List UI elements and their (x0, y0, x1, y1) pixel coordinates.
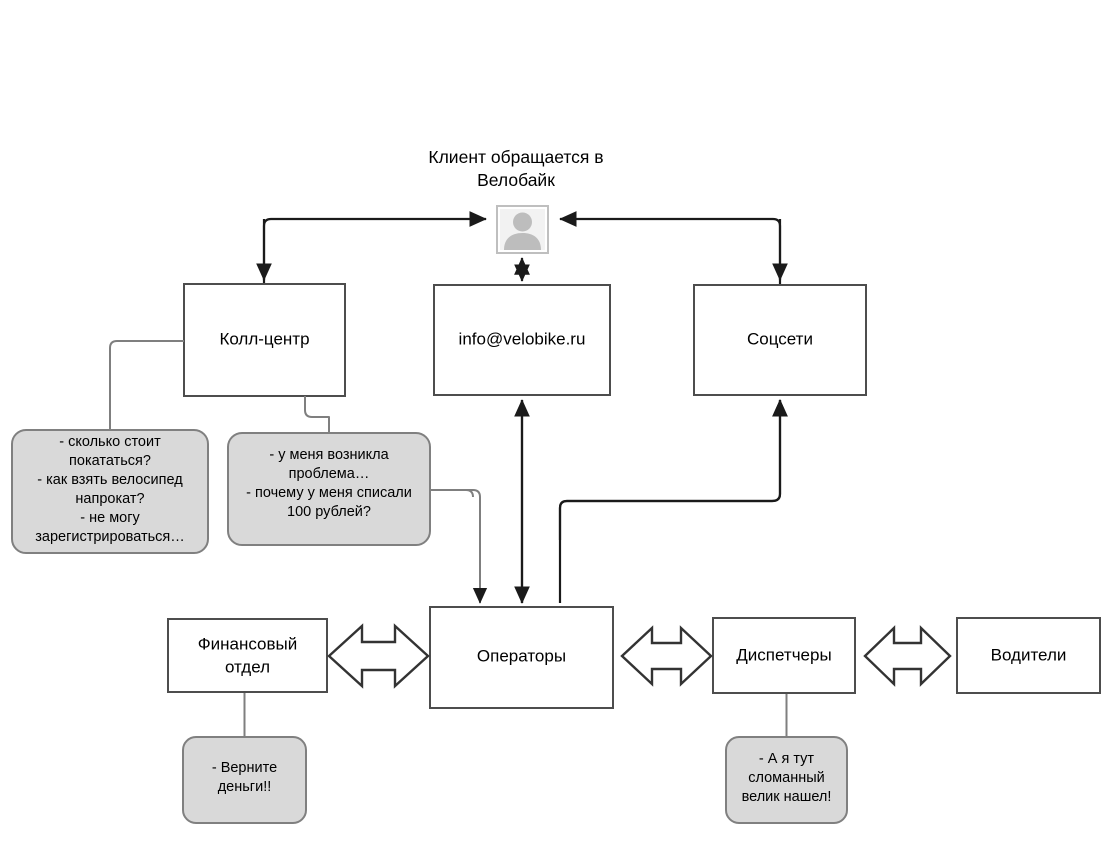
node-dispatchers[interactable]: Диспетчеры (712, 617, 856, 694)
connector-callcenter-to-callout2 (304, 396, 330, 433)
callout-1-line-3: - как взять велосипед (37, 472, 183, 488)
callout-call-center-questions: - сколько стоит покататься? - как взять … (11, 429, 209, 554)
node-social[interactable]: Соцсети (693, 284, 867, 396)
node-call-center-box[interactable] (183, 283, 346, 397)
node-finance-label-2: отдел (225, 657, 270, 676)
callout-1-line-1: - сколько стоит (59, 434, 161, 450)
callout-2-line-1: - у меня возникла (269, 447, 389, 463)
callout-2-line-2: проблема… (289, 466, 370, 482)
double-arrow-dispatchers-drivers (863, 625, 952, 687)
connector-operators-to-social (558, 399, 788, 603)
double-arrow-operators-dispatchers (620, 625, 713, 687)
node-email[interactable]: info@velobike.ru (433, 284, 611, 396)
node-dispatchers-box[interactable] (712, 617, 856, 694)
connector-callout2-to-social (430, 489, 474, 498)
double-arrow-finance-operators (327, 623, 430, 689)
node-finance-box[interactable] (167, 618, 328, 693)
callout-1-box (11, 429, 209, 554)
avatar-head (513, 212, 532, 232)
callout-2-line-4: 100 рублей? (287, 504, 371, 520)
diagram-title: Клиент обращается в Велобайк (428, 147, 603, 190)
node-finance[interactable]: Финансовый отдел (167, 618, 328, 693)
node-drivers-box[interactable] (956, 617, 1101, 694)
node-social-box[interactable] (693, 284, 867, 396)
title-line-2: Велобайк (477, 170, 555, 190)
callout-broken-bike: - А я тут сломанный велик нашел! (725, 736, 848, 824)
callout-1-line-2: покататься? (69, 453, 151, 469)
callout-refund: - Верните деньги!! (182, 736, 307, 824)
callout-4-line-1: - А я тут (759, 751, 814, 767)
callout-2-line-3: - почему у меня списали (246, 485, 412, 501)
callout-1-line-6: зарегистрироваться… (35, 529, 185, 545)
title-line-1: Клиент обращается в (428, 147, 603, 167)
callout-4-line-2: сломанный (748, 770, 825, 786)
node-call-center-label: Колл-центр (219, 329, 309, 348)
node-operators[interactable]: Операторы (429, 606, 614, 709)
node-dispatchers-label: Диспетчеры (736, 645, 831, 664)
connector-callout2-to-operators (430, 489, 488, 604)
avatar-shoulders (504, 233, 541, 250)
callout-3-line-1: - Верните (212, 760, 277, 776)
node-drivers-label: Водители (991, 645, 1067, 664)
connector-social-bottom-in (558, 399, 788, 540)
node-operators-label: Операторы (477, 646, 566, 665)
callout-3-line-2: деньги!! (218, 779, 272, 795)
callout-1-line-5: - не могу (80, 510, 140, 526)
node-drivers[interactable]: Водители (956, 617, 1101, 694)
connector-callcenter-to-client (262, 211, 487, 284)
callout-4-line-3: велик нашел! (742, 789, 832, 805)
node-social-label: Соцсети (747, 329, 813, 348)
callout-problems: - у меня возникла проблема… - почему у м… (227, 432, 431, 546)
callout-1-line-4: напрокат? (75, 491, 144, 507)
node-email-label: info@velobike.ru (459, 329, 586, 348)
node-operators-box[interactable] (429, 606, 614, 709)
callout-2-box (227, 432, 431, 546)
node-call-center[interactable]: Колл-центр (183, 283, 346, 397)
connector-callcenter-to-callout1 (109, 340, 184, 430)
node-finance-label-1: Финансовый (198, 634, 298, 653)
node-email-box[interactable] (433, 284, 611, 396)
person-avatar-icon (496, 205, 549, 254)
connector-social-to-client (559, 211, 782, 284)
